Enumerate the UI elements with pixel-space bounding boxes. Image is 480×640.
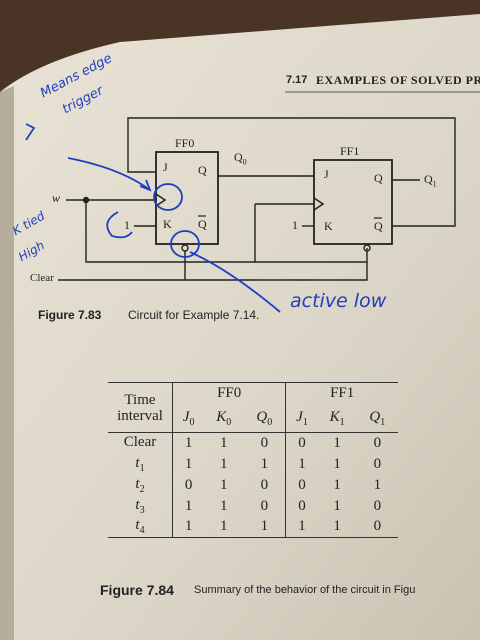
table-cell: 1	[285, 516, 318, 538]
column-header: Q1	[369, 408, 386, 428]
column-header: Q0	[256, 408, 273, 428]
k0-input-value: 1	[124, 218, 130, 232]
table-cell: 1	[172, 516, 205, 538]
table-cell: 0	[373, 497, 382, 514]
table-cell: 0	[285, 432, 318, 454]
q0-wire-label: Q0	[234, 150, 247, 167]
ff1-box	[313, 159, 393, 245]
ff1-pin-k: K	[324, 219, 333, 233]
ff0-pin-k: K	[163, 217, 172, 231]
ff1-pin-q: Q	[374, 171, 383, 185]
table-cell: 1	[220, 476, 228, 493]
row-label: t2	[135, 475, 145, 495]
table-cell: 0	[260, 476, 269, 493]
table-cell: 1	[285, 453, 318, 475]
figure-7-84-label: Figure 7.84	[100, 582, 174, 598]
table-cell: 1	[333, 518, 341, 535]
table-cell: 0	[172, 474, 205, 496]
table-cell: 1	[373, 476, 382, 493]
ff1-pin-qbar: Q	[374, 219, 383, 233]
q1-output-label: Q1	[424, 172, 437, 189]
figure-7-84-caption: Summary of the behavior of the circuit i…	[194, 584, 416, 596]
table-cell: 1	[260, 455, 269, 472]
table-cell: 1	[172, 495, 205, 517]
column-header: J1	[285, 404, 318, 433]
row-label: t4	[135, 517, 145, 537]
table-cell: 0	[285, 495, 318, 517]
table-cell: 1	[172, 453, 205, 475]
ff1-label: FF1	[340, 144, 360, 158]
ff0-box	[155, 151, 219, 245]
table-cell: 1	[220, 455, 228, 472]
active-low-note: active low	[290, 290, 387, 312]
w-input-label: w	[52, 191, 61, 205]
row-label: Clear	[123, 433, 157, 450]
column-header: K0	[216, 408, 232, 428]
table-cell: 0	[373, 434, 382, 451]
row-label: t3	[135, 496, 145, 516]
section-number: 7.17	[286, 74, 308, 86]
ff0-pin-q: Q	[198, 163, 207, 177]
table-cell: 1	[220, 434, 228, 451]
table-cell: 1	[220, 497, 228, 514]
clear-input-label: Clear	[30, 272, 54, 284]
table-cell: 0	[260, 497, 269, 514]
figure-7-83-caption: Circuit for Example 7.14.	[128, 308, 260, 322]
row-label: t1	[135, 454, 145, 474]
handwritten-marks	[25, 123, 281, 313]
ff0-group-header: FF0	[171, 382, 286, 405]
column-header: J0	[172, 404, 205, 433]
section-title: EXAMPLES OF SOLVED PROBLE	[316, 73, 480, 87]
table-cell: 1	[260, 518, 269, 535]
table-cell: 1	[333, 476, 341, 493]
k1-input-value: 1	[292, 218, 298, 232]
table-cell: 0	[373, 518, 382, 535]
table-cell: 1	[172, 432, 205, 454]
table-cell: 0	[373, 455, 382, 472]
ff0-label: FF0	[175, 136, 195, 150]
figure-7-83-label: Figure 7.83	[38, 308, 102, 322]
column-header: K1	[329, 408, 345, 428]
table-cell: 1	[333, 455, 341, 472]
ff1-group-header: FF1	[285, 382, 398, 405]
table-cell: 0	[260, 434, 269, 451]
table-cell: 0	[285, 474, 318, 496]
table-cell: 1	[220, 518, 228, 535]
ff0-pin-qbar: Q	[198, 217, 207, 231]
ff0-pin-j: J	[163, 160, 168, 174]
table-cell: 1	[333, 434, 341, 451]
ff1-pin-j: J	[324, 167, 329, 181]
table-cell: 1	[333, 497, 341, 514]
